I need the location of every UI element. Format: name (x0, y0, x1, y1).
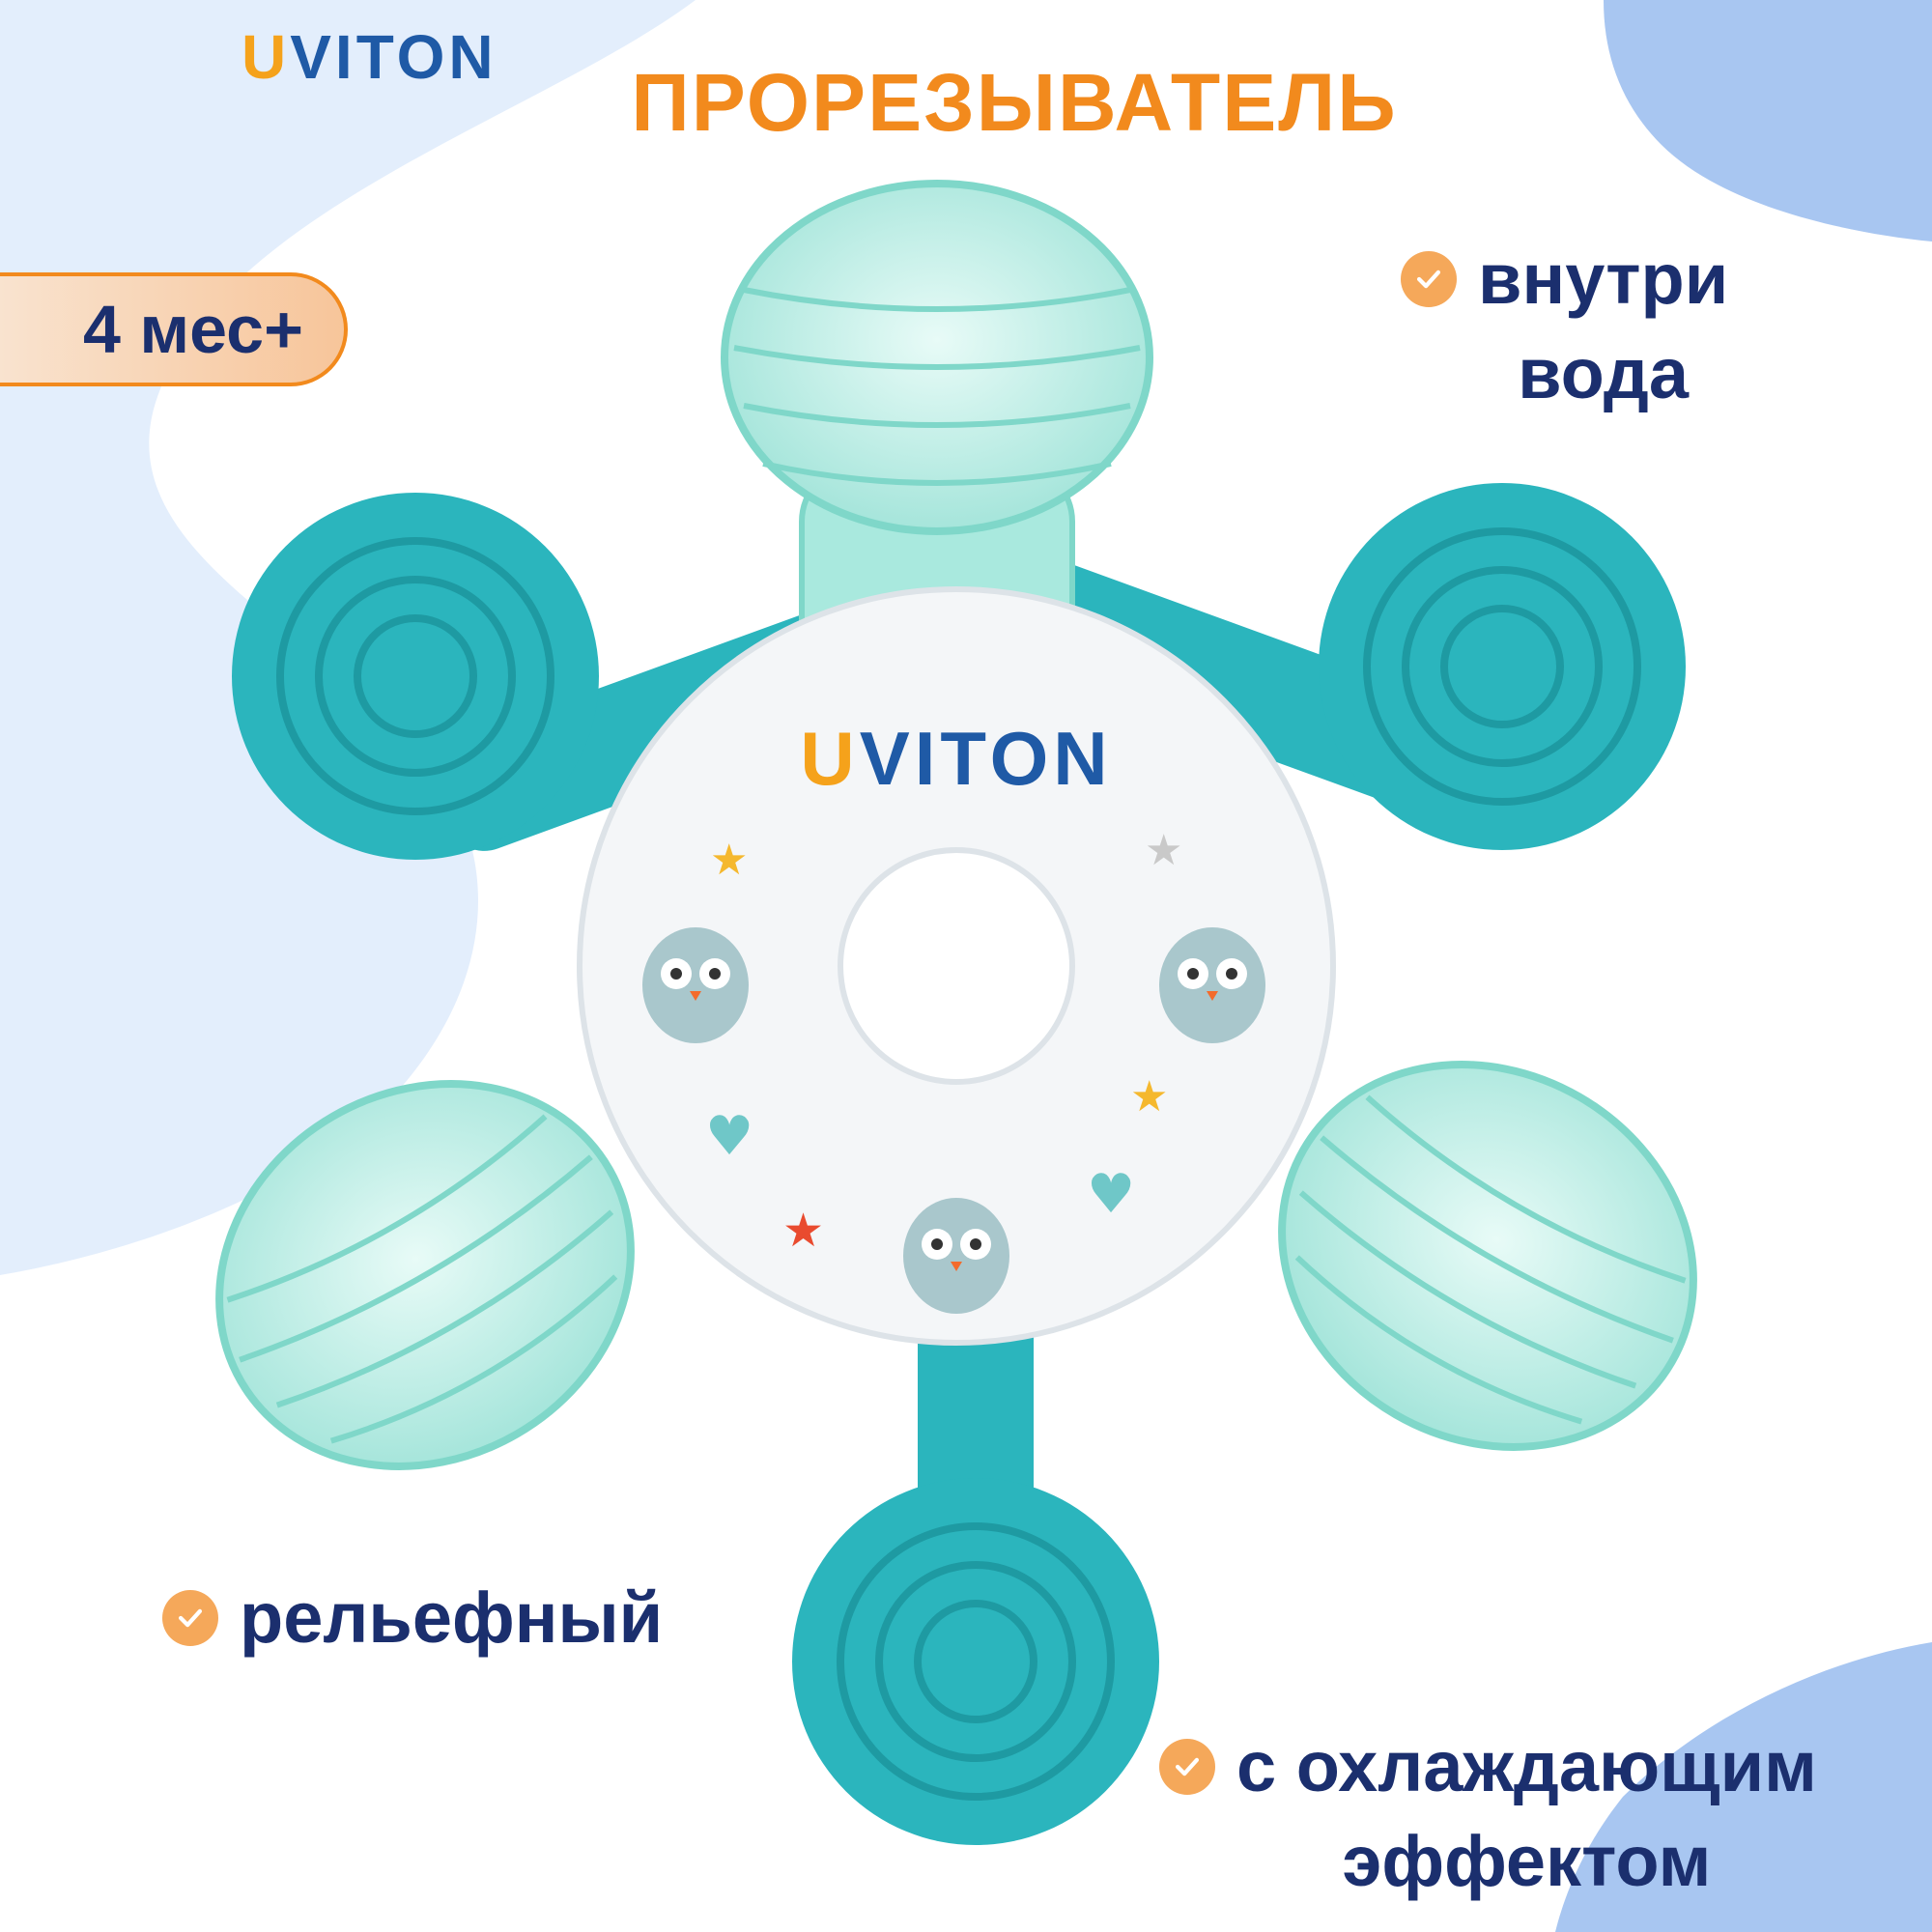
teether-logo: UVITON (734, 715, 1179, 803)
feature-water-text: внутри вода (1478, 232, 1728, 421)
feature-water-line2: вода (1518, 333, 1690, 413)
teal-pad-left (232, 493, 599, 860)
logo-letter-u: U (800, 716, 860, 801)
heart-icon: ♥ (705, 1105, 753, 1168)
owl-icon (903, 1198, 1009, 1314)
feature-water: внутри вода (1401, 232, 1728, 421)
logo-rest: VITON (859, 716, 1113, 801)
brand-rest: VITON (290, 22, 497, 92)
brand-logo: UVITON (242, 21, 497, 93)
feature-relief: рельефный (162, 1571, 663, 1665)
white-ring (577, 586, 1336, 1346)
brand-letter-u: U (242, 22, 291, 92)
feature-cooling: с охлаждающим эффектом (1159, 1719, 1817, 1909)
check-icon (1159, 1739, 1215, 1795)
age-badge-label: 4 мес+ (83, 292, 303, 367)
feature-cooling-line1: с охлаждающим (1236, 1726, 1817, 1806)
svg-text:★: ★ (1130, 1072, 1168, 1122)
check-icon (162, 1590, 218, 1646)
aqua-bulb-left (215, 1080, 635, 1470)
feature-relief-text: рельефный (240, 1577, 664, 1658)
feature-cooling-line2: эффектом (1342, 1821, 1712, 1901)
bg-shape-bottomright (1555, 1642, 1932, 1932)
feature-water-line1: внутри (1478, 239, 1729, 319)
teal-pad-right (1319, 483, 1686, 850)
check-icon (1401, 251, 1457, 307)
star-icon: ★ ★ (710, 836, 1168, 1122)
bg-shape-topright (1604, 0, 1932, 242)
owl-icon (1159, 927, 1265, 1043)
star-icon: ★ (1145, 826, 1182, 875)
star-icon: ★ (782, 1204, 824, 1258)
heart-icon: ♥ (1087, 1163, 1135, 1226)
svg-text:★: ★ (710, 836, 748, 885)
age-badge: 4 мес+ (0, 272, 348, 386)
aqua-bulb-right (1278, 1061, 1697, 1451)
page-title: ПРОРЕЗЫВАТЕЛЬ (631, 57, 1398, 148)
teal-pad-bottom (792, 1478, 1159, 1845)
owl-icon (642, 927, 749, 1043)
feature-cooling-text: с охлаждающим эффектом (1236, 1719, 1817, 1909)
